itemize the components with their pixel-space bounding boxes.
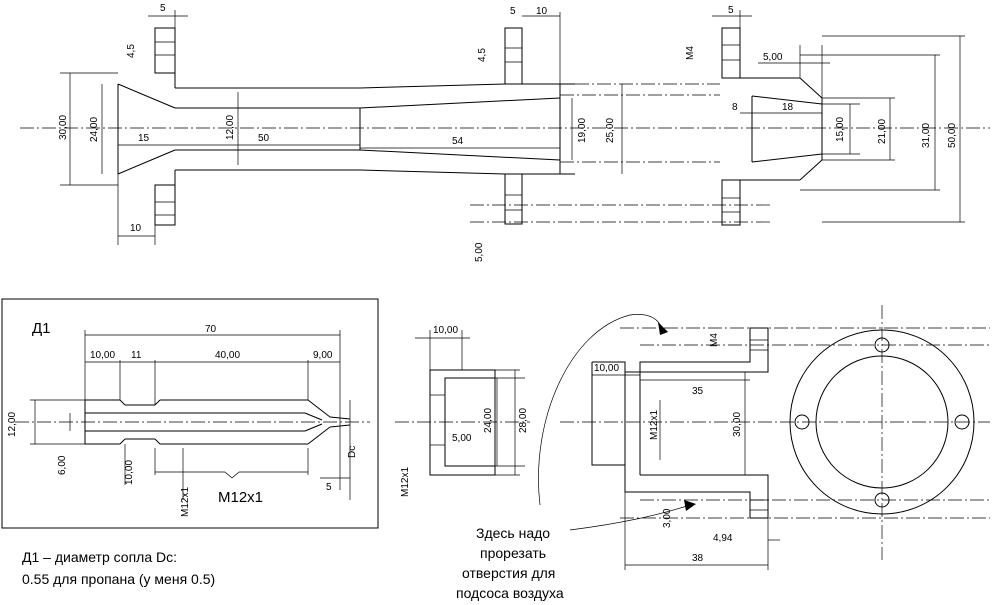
dim-30: 30,00 (58, 115, 69, 140)
dim-8: 8 (732, 102, 738, 113)
top-assembly-view: 5 4,5 30,00 24,00 15 12,00 50 10 5 10 4,… (20, 3, 990, 262)
nozzle-dim-70: 70 (205, 324, 217, 335)
mid-dim-m12: M12x1 (400, 467, 411, 497)
footer-note-line-1: Д1 – диаметр сопла Dc: (22, 549, 177, 565)
mid-dim-5: 5,00 (452, 433, 472, 444)
right-dim-m4: M4 (709, 333, 720, 347)
nozzle-dim-10-vertical: 10,00 (124, 460, 135, 485)
mid-dim-10: 10,00 (433, 325, 458, 336)
left-flange-bottom (154, 184, 176, 226)
annotation-line-1: Здесь надо (476, 525, 550, 541)
mid-flange-bottom (504, 173, 523, 225)
right-flange-bottom (721, 179, 741, 226)
nozzle-dim-6: 6,00 (57, 455, 68, 475)
nozzle-dim-12: 12,00 (7, 412, 18, 437)
footer-note-line-2: 0.55 для пропана (у меня 0.5) (22, 571, 215, 587)
right-dim-30: 30,00 (732, 412, 743, 437)
mid-flange-top (504, 27, 523, 85)
dim-18: 18 (782, 102, 794, 113)
dim-50-length: 50 (258, 133, 270, 144)
dim-5-right: 5 (728, 5, 734, 16)
annotation-arrow-top (538, 314, 663, 506)
left-flange-top (154, 27, 176, 74)
nozzle-dim-40: 40,00 (215, 350, 240, 361)
dim-5-bottom: 5,00 (474, 242, 485, 262)
nozzle-detail: Д1 (1, 298, 379, 529)
nozzle-dim-5: 5 (326, 482, 332, 493)
nozzle-dim-dc: Dc (347, 446, 358, 458)
right-part-lower (591, 362, 769, 519)
nozzle-dim-10: 10,00 (90, 350, 115, 361)
nozzle-dim-11: 11 (131, 350, 142, 361)
right-dim-38: 38 (692, 553, 704, 564)
nozzle-dim-9: 9,00 (313, 350, 333, 361)
dim-12: 12,00 (225, 115, 236, 140)
flange-inner-circle (815, 355, 949, 489)
bolt-hole-left (794, 414, 810, 430)
nozzle-detail-frame (1, 298, 379, 529)
right-part-section: M4 10,00 35 M12x1 30,00 3,00 4,94 38 Зде… (456, 305, 990, 601)
dim-5-00-right: 5,00 (763, 52, 783, 63)
dim-19: 19,00 (577, 118, 588, 143)
middle-part-section: 10,00 24,00 28,00 5,00 M12x1 (395, 325, 530, 497)
nozzle-dim-m12-vertical: M12x1 (180, 487, 191, 517)
nozzle-detail-label: Д1 (32, 320, 51, 337)
dim-10-left: 10 (130, 223, 142, 234)
annotation-arrow-bottom (569, 504, 691, 531)
mid-dim-28: 28,00 (518, 408, 529, 433)
dim-4-5-mid: 4,5 (477, 48, 488, 62)
right-dim-3: 3,00 (662, 508, 673, 528)
dim-24: 24,00 (89, 117, 100, 142)
dim-31: 31,00 (921, 123, 932, 148)
dim-m4-top: M4 (685, 46, 696, 60)
dim-10-mid: 10 (536, 6, 548, 17)
dim-15-00: 15,00 (835, 117, 846, 142)
right-dim-4-94: 4,94 (713, 533, 733, 544)
dim-5-mid: 5 (510, 6, 516, 17)
dim-15: 15 (138, 133, 150, 144)
flange-outer-circle (789, 329, 975, 515)
dim-50-00: 50,00 (947, 123, 958, 148)
dim-21: 21,00 (877, 119, 888, 144)
mid-dim-24: 24,00 (483, 408, 494, 433)
dim-4-5-left: 4,5 (126, 44, 137, 58)
right-dim-10: 10,00 (594, 363, 619, 374)
bolt-hole-right (954, 414, 970, 430)
dim-54: 54 (452, 136, 464, 147)
dim-5-left: 5 (160, 3, 166, 14)
right-dim-35: 35 (692, 386, 704, 397)
nozzle-thread-label: M12x1 (218, 489, 263, 506)
bolt-hole-bottom (874, 492, 890, 508)
annotation-line-2: прорезать (480, 545, 546, 561)
right-flange-top (721, 27, 741, 79)
right-dim-m12: M12x1 (649, 410, 660, 440)
dim-25: 25,00 (605, 118, 616, 143)
annotation-line-3: отверстия для (462, 565, 555, 581)
annotation-line-4: подсоса воздуха (456, 585, 564, 601)
bolt-hole-top (874, 337, 890, 353)
